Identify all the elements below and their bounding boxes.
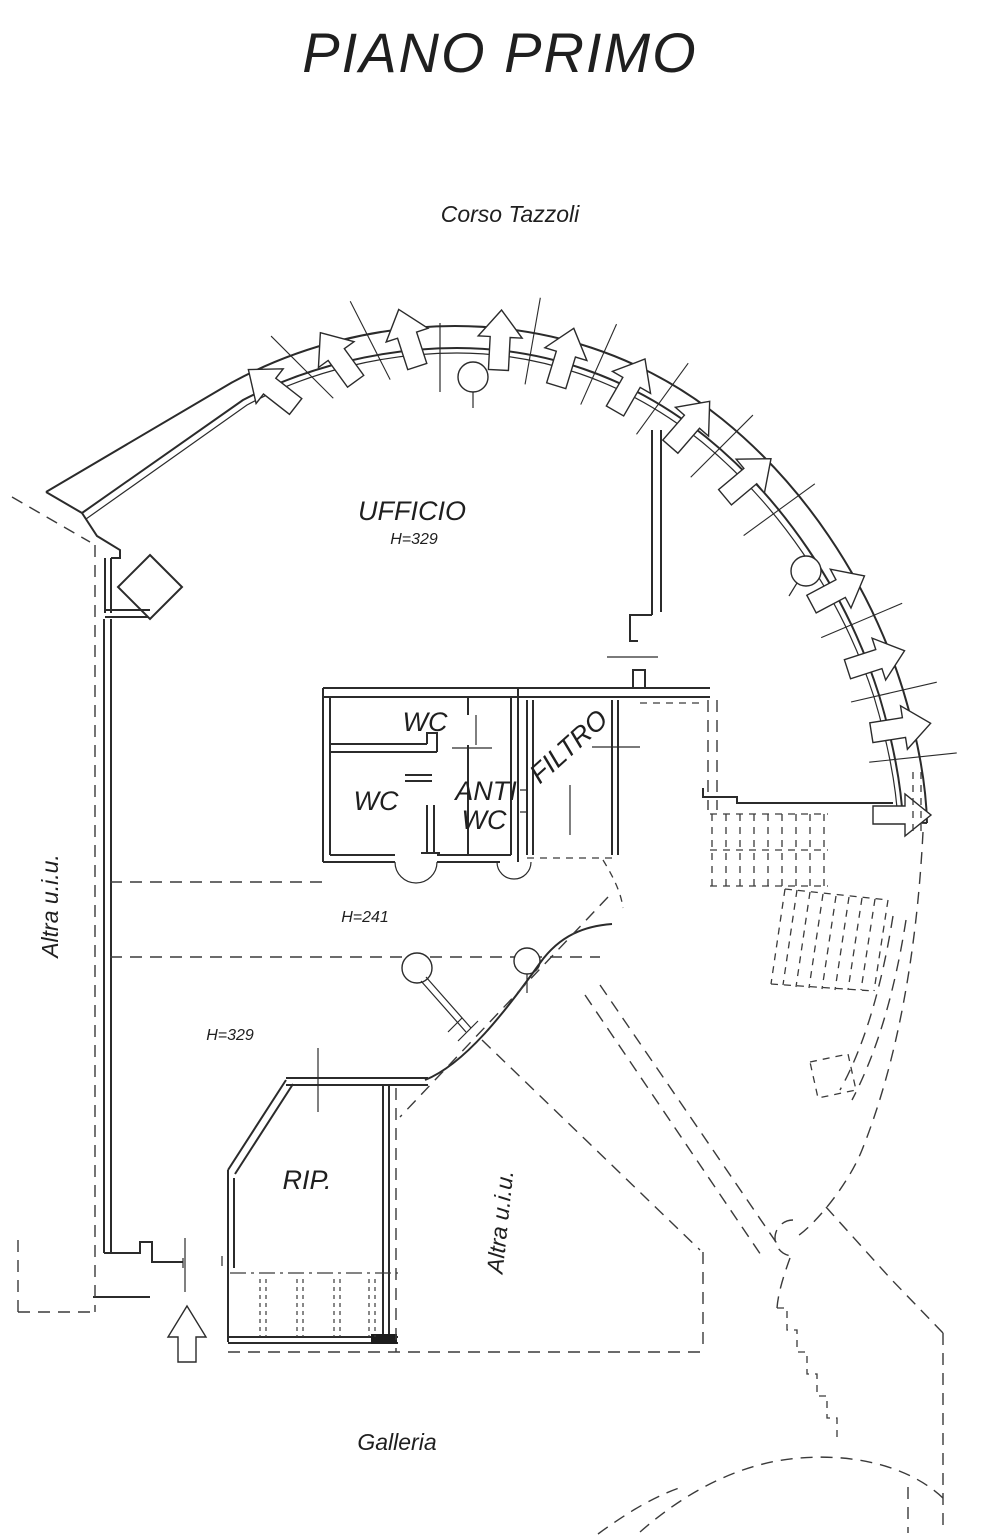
adjacent-unit-center-label: Altra u.i.u.: [481, 1169, 518, 1277]
door-leaf-diagonal: [420, 976, 472, 1033]
labels: PIANO PRIMO Corso Tazzoli UFFICIO H=329 …: [37, 21, 697, 1455]
wc-door-arc: [394, 861, 438, 884]
balusters: [259, 1279, 376, 1337]
column-diamond: [116, 553, 184, 621]
stairwell: [640, 700, 933, 992]
dashed-steps: [777, 1307, 838, 1440]
stair-treads-lower: [782, 889, 876, 991]
facade-window-arrows: [234, 301, 935, 756]
antiwc-door-arc: [496, 861, 532, 880]
room-label-antiwc-line2: WC: [462, 805, 507, 835]
ufficio-height-label: H=329: [390, 531, 438, 548]
boundary-dashed-lines: [11, 496, 946, 1535]
ufficio-partition-walls: [323, 430, 710, 698]
street-label: Corso Tazzoli: [441, 201, 580, 227]
room-label-antiwc-line1: ANTI: [453, 776, 517, 806]
facade-window-ticks: [270, 297, 958, 763]
central-zone: [110, 881, 613, 1112]
room-label-rip: RIP.: [282, 1165, 331, 1195]
filtro-room-walls: [520, 700, 640, 909]
rip-room-walls: [227, 1079, 390, 1342]
boundary-column-bump: [774, 1219, 794, 1257]
h329-lower-label: H=329: [206, 1027, 254, 1044]
curved-interior-wall: [424, 923, 613, 1081]
gallery-label: Galleria: [357, 1429, 436, 1455]
facade-columns: [439, 323, 822, 597]
left-perimeter-walls: [81, 512, 184, 1253]
balustrade: [228, 1272, 398, 1344]
adjacent-unit-left-label: Altra u.i.u.: [37, 854, 63, 960]
column-circle-left: [401, 952, 433, 984]
stair-direction-arrow: [872, 792, 933, 838]
room-label-wc-bottom: WC: [354, 786, 399, 816]
entrance-lobby: [93, 1238, 223, 1363]
room-label-ufficio: UFFICIO: [358, 496, 466, 526]
h241-label: H=241: [341, 909, 389, 926]
room-label-wc-top: WC: [403, 707, 448, 737]
entrance-arrow: [166, 1304, 208, 1363]
page-title: PIANO PRIMO: [302, 21, 697, 84]
wc-block-walls: [322, 688, 532, 884]
